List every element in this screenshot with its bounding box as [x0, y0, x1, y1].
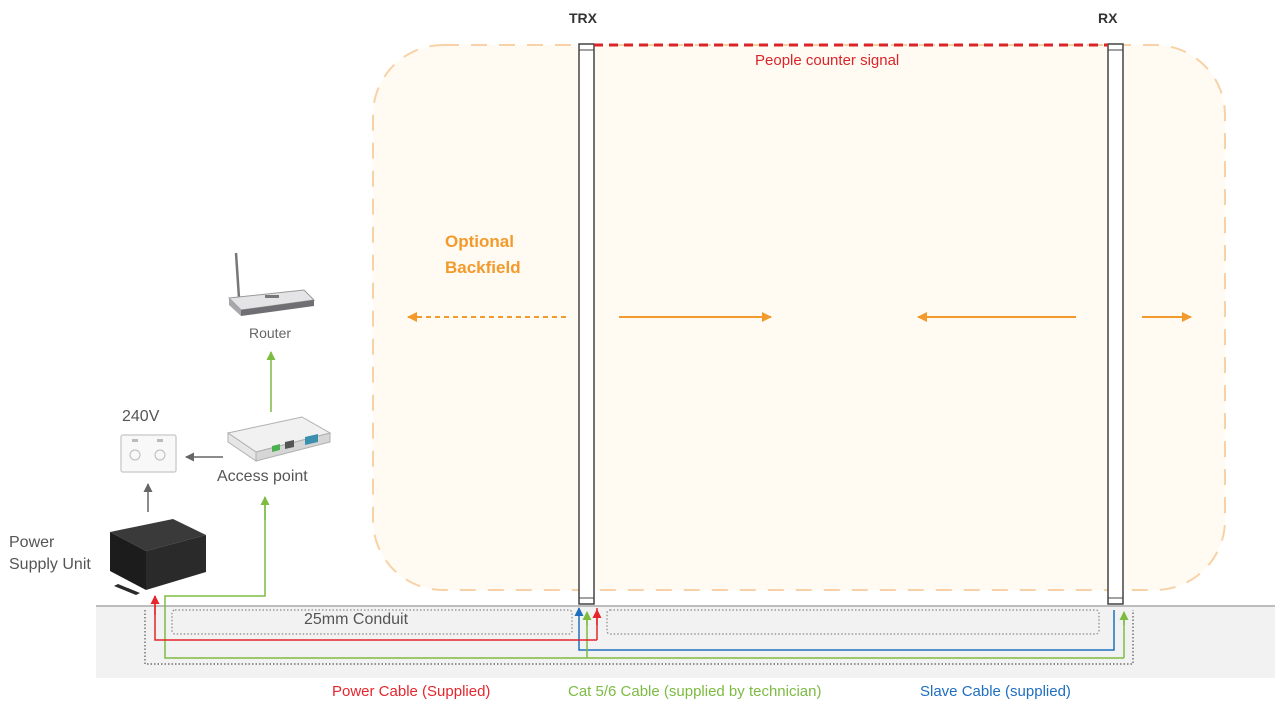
- rx-antenna: [1107, 43, 1124, 605]
- conduit-under: [144, 610, 1134, 665]
- conduit-middle: [606, 609, 1100, 635]
- legend-power-cable: Power Cable (Supplied): [332, 683, 491, 700]
- optional-backfield-label-line1: Optional: [445, 232, 514, 251]
- voltage-label: 240V: [122, 408, 160, 425]
- trx-label: TRX: [569, 10, 597, 26]
- slave-cable: [574, 607, 1115, 651]
- power-supply-unit-icon: [110, 519, 206, 595]
- power-outlet-icon: [120, 434, 177, 473]
- conduit-label: 25mm Conduit: [304, 611, 409, 628]
- conduit-left: [171, 609, 573, 635]
- trx-antenna: [578, 43, 595, 605]
- access-point-label: Access point: [217, 468, 308, 485]
- router-label: Router: [249, 325, 292, 341]
- legend-cat-cable: Cat 5/6 Cable (supplied by technician): [568, 683, 822, 700]
- optional-backfield-label-line2: Backfield: [445, 258, 521, 277]
- power-supply-unit-label-line1: Power: [9, 534, 55, 551]
- router-icon: [227, 252, 316, 316]
- floor-band: [96, 606, 1275, 678]
- people-counter-signal-label: People counter signal: [755, 52, 900, 69]
- legend-slave-cable: Slave Cable (supplied): [920, 683, 1071, 700]
- access-point-icon: [226, 416, 332, 462]
- rx-label: RX: [1098, 10, 1118, 26]
- power-supply-unit-label-line2: Supply Unit: [9, 556, 91, 573]
